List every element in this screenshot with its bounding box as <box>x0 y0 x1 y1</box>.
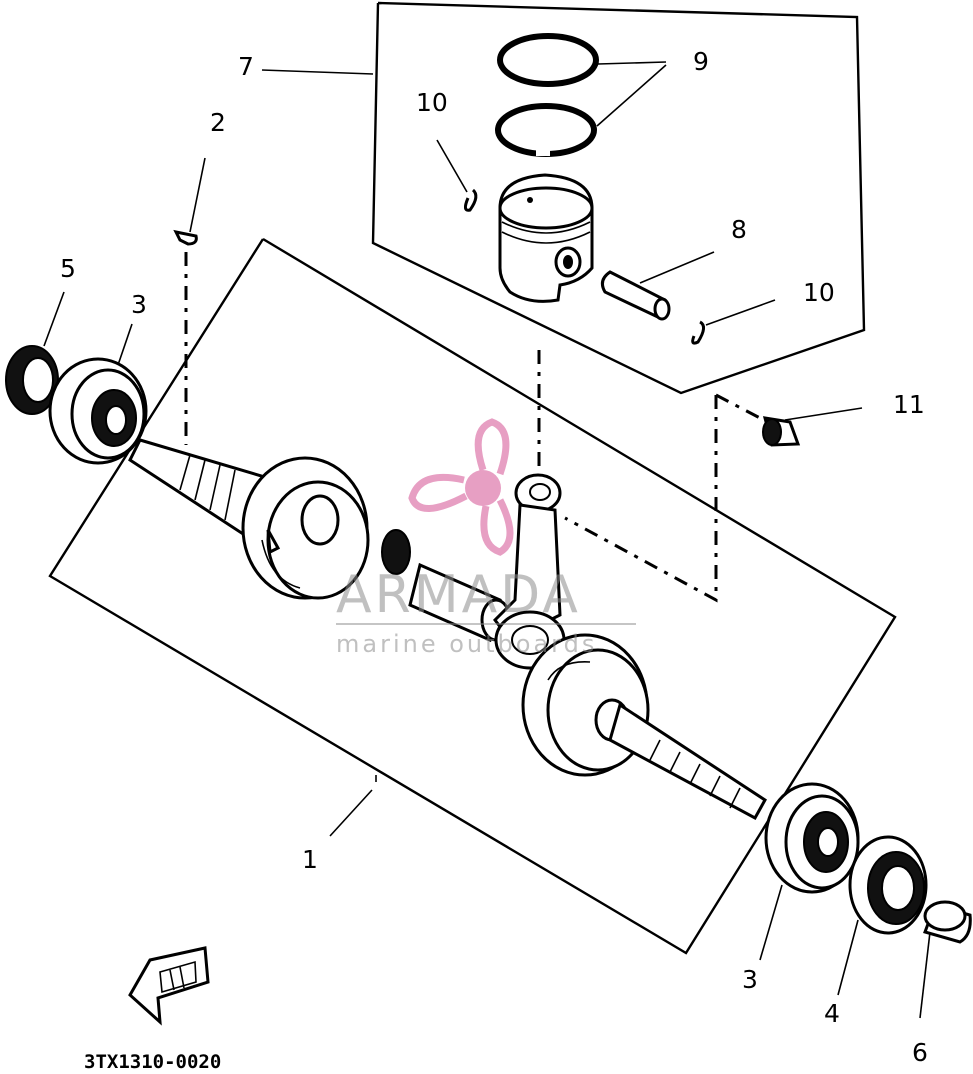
crankshaft-outline <box>48 237 897 955</box>
callout-8: 8 <box>731 215 747 244</box>
spacer-collar <box>919 900 972 1019</box>
left-crank-web <box>241 456 370 600</box>
callout-6: 6 <box>912 1038 928 1067</box>
bearing-right <box>759 782 860 961</box>
callout-9: 9 <box>693 47 709 76</box>
small-end-bearing <box>762 407 863 447</box>
piston-group-outline <box>261 1 866 395</box>
callout-10-left: 10 <box>416 88 448 117</box>
callout-3-left: 3 <box>131 290 147 319</box>
callout-7: 7 <box>238 52 254 81</box>
callout-10-right: 10 <box>803 278 835 307</box>
watermark-tagline: marine outboards <box>336 630 597 658</box>
propeller-logo-icon <box>408 418 514 556</box>
callout-3-right: 3 <box>742 965 758 994</box>
bearing-left <box>48 323 148 465</box>
piston-pin <box>600 251 715 321</box>
watermark-brand: ARMADA <box>336 565 581 625</box>
circlips <box>436 139 776 345</box>
right-main-shaft <box>608 702 767 821</box>
callout-11: 11 <box>893 390 925 419</box>
front-arrow-icon <box>128 946 210 1026</box>
piston-rings <box>495 33 667 157</box>
woodruff-key <box>173 157 206 445</box>
callout-2: 2 <box>210 108 226 137</box>
oil-seal-right <box>837 835 928 996</box>
callout-4: 4 <box>824 999 840 1028</box>
callout-1: 1 <box>302 845 318 874</box>
callout-5: 5 <box>60 254 76 283</box>
drawing-code: 3TX1310-0020 <box>84 1051 221 1073</box>
piston <box>498 173 594 303</box>
watermark: ARMADA marine outboards <box>336 418 636 658</box>
